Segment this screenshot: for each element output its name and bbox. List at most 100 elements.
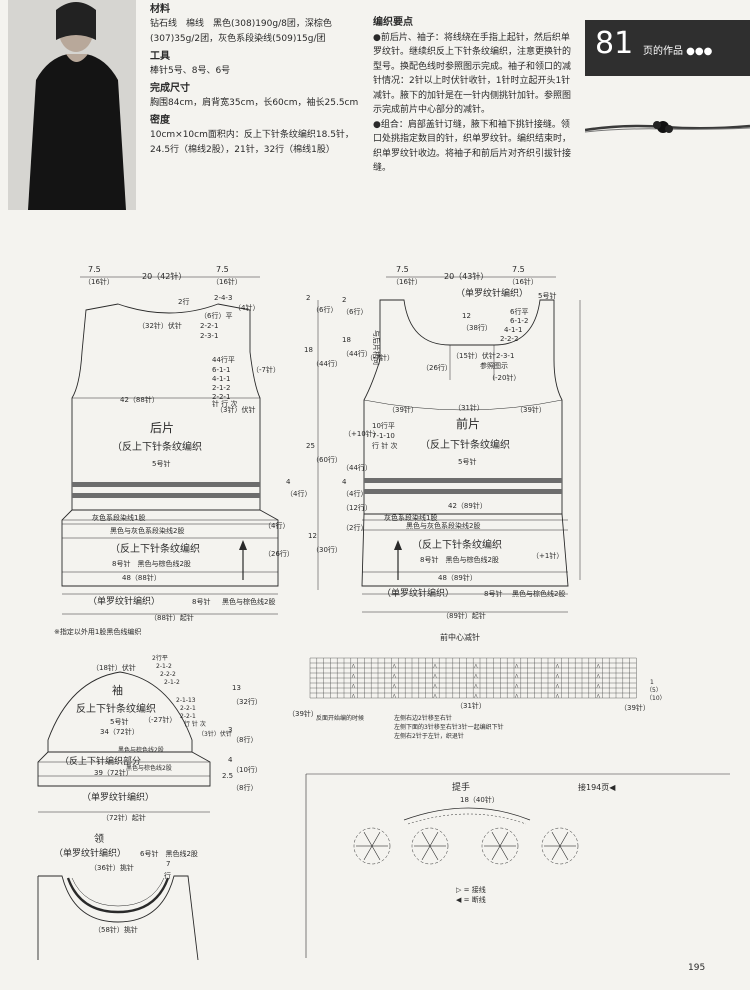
sleeve-d5: 2-1-13 bbox=[176, 697, 196, 704]
front-rib-width: 48（89针） bbox=[438, 573, 477, 582]
front-rib-needle: 8号针 黑色与棕色线2股 bbox=[420, 555, 499, 564]
sleeve-d3: 2-2-2 bbox=[160, 671, 176, 678]
back-side-r5: 12 bbox=[308, 532, 317, 540]
handle-section: 提手 18（40针） 接194页◀ ▷ = 接线 ◀ = 断线 bbox=[305, 773, 730, 958]
back-side-r2: 18 bbox=[304, 346, 313, 354]
front-side-r6: （2行） bbox=[342, 523, 367, 532]
sleeve-d2: 2-1-2 bbox=[156, 663, 172, 670]
svg-text:⋀: ⋀ bbox=[432, 673, 437, 678]
back-dec-a: 2-2-1 bbox=[200, 322, 218, 330]
front-bottom-color: 黑色与棕色线2股 bbox=[512, 589, 565, 598]
back-neck-rows: 2行 bbox=[178, 297, 189, 306]
front-dec4: 2-2-2 bbox=[500, 335, 518, 343]
gauge-text: 10cm×10cm面积内：反上下针条纹编织18.5针，24.5行（棉线2股），2… bbox=[150, 130, 354, 155]
front-side-measures: 2 （6行） 18 （44行） 4 （4行） （44行） （12行） （2行） bbox=[342, 296, 581, 580]
tools-title: 工具 bbox=[150, 51, 170, 62]
front-width42: 42（89针） bbox=[448, 501, 487, 510]
svg-text:⋀: ⋀ bbox=[392, 693, 397, 698]
tools-text: 棒针5号、8号、6号 bbox=[150, 66, 231, 76]
tips-paragraph-2: ●组合：肩部盖针订缝，腋下和袖下挑针接缝。领口处挑指定数目的针，织单罗纹针。编织… bbox=[373, 119, 572, 174]
svg-text:⋀: ⋀ bbox=[473, 663, 478, 668]
svg-text:⋀: ⋀ bbox=[514, 693, 519, 698]
back-side-r2b: （44行） bbox=[312, 359, 342, 368]
chart-r2: （5） bbox=[646, 687, 662, 694]
back-top-left-st: （16针） bbox=[84, 277, 114, 286]
front-rib-subtitle: （反上下针条纹编织 bbox=[412, 538, 502, 551]
sleeve-rib-sub: （反上下针编织部分 bbox=[60, 755, 141, 767]
materials-title: 材料 bbox=[150, 4, 170, 15]
sleeve-piece: （18针）伏针 2行平 2-1-2 2-2-2 2-1-2 2-1-13 2-2… bbox=[37, 654, 262, 822]
back-top-left: 7.5 bbox=[88, 265, 101, 274]
back-side-r6: （4行） bbox=[264, 521, 289, 530]
sleeve-cast-on: （72针）起针 bbox=[102, 813, 146, 822]
front-top-left: 7.5 bbox=[396, 265, 409, 274]
sleeve-r2b: （8行） bbox=[232, 735, 257, 744]
front-st31: （31针） bbox=[454, 403, 484, 412]
front-st39b: （39针） bbox=[516, 405, 546, 414]
handle-title: 提手 bbox=[452, 781, 470, 793]
front-side-r2: 18 bbox=[342, 336, 351, 344]
back-neck-dec1: 2-4-3 bbox=[214, 294, 232, 302]
back-arm-dec1: 6-1-1 bbox=[212, 366, 230, 374]
chart-r3: （10） bbox=[646, 695, 666, 702]
back-width42: 42（88针） bbox=[120, 395, 159, 404]
sleeve-rib-label: （单罗纹针编织） bbox=[82, 791, 154, 803]
chart-title: 前中心减针 bbox=[440, 632, 480, 642]
front-side-r3b: （4行） bbox=[342, 489, 367, 498]
svg-text:⋀: ⋀ bbox=[514, 663, 519, 668]
svg-text:⋀: ⋀ bbox=[555, 673, 560, 678]
back-side-r1b: （6行） bbox=[312, 305, 337, 314]
chart-left-st: （39针） bbox=[288, 709, 318, 718]
front-rib-top: （单罗纹针编织） bbox=[456, 287, 528, 299]
back-side-r4: 4 bbox=[286, 478, 291, 486]
sleeve-r3: 4 bbox=[228, 756, 233, 764]
front-plus10: （+10针） bbox=[344, 429, 380, 438]
front-minus20: （-20针） bbox=[488, 373, 520, 382]
front-center-chart: 前中心减针 ⋀⋀⋀⋀⋀⋀⋀⋀⋀⋀⋀⋀⋀⋀⋀⋀⋀⋀⋀⋀⋀⋀⋀⋀⋀⋀⋀⋀ （39针）… bbox=[288, 632, 666, 740]
sleeve-title: 袖 bbox=[112, 683, 123, 697]
back-cast-on: （88针）起针 bbox=[150, 613, 194, 622]
page-number: 195 bbox=[688, 963, 705, 973]
handle-legend2: ◀ = 断线 bbox=[456, 895, 486, 904]
svg-text:⋀: ⋀ bbox=[351, 683, 356, 688]
svg-text:⋀: ⋀ bbox=[596, 673, 601, 678]
svg-text:⋀: ⋀ bbox=[596, 693, 601, 698]
svg-text:⋀: ⋀ bbox=[555, 663, 560, 668]
front-v26: （26行） bbox=[422, 363, 452, 372]
chart-r1: 1 bbox=[650, 679, 654, 686]
collar-bind: （36针）挑针 bbox=[90, 863, 134, 872]
front-dec2: 6-1-2 bbox=[510, 317, 528, 325]
back-needle: 5号针 bbox=[152, 459, 170, 468]
back-arm-dec3: 2-1-2 bbox=[212, 384, 230, 392]
size-title: 完成尺寸 bbox=[150, 83, 190, 94]
back-arm-rows: 44行平 bbox=[212, 355, 235, 364]
front-needle: 5号针 bbox=[458, 457, 476, 466]
back-rib-needle2: 8号针 bbox=[192, 597, 210, 606]
sleeve-r1: 13 bbox=[232, 684, 241, 692]
svg-text:⋀: ⋀ bbox=[432, 663, 437, 668]
sleeve-d7: 2-2-1 bbox=[180, 713, 196, 720]
sleeve-mix2: 黑色与棕色线2股 bbox=[126, 764, 172, 772]
svg-text:⋀: ⋀ bbox=[514, 673, 519, 678]
front-mix-label: 黑色与灰色系段染线2股 bbox=[406, 521, 480, 530]
back-arm-minus: （-7针） bbox=[252, 365, 280, 374]
front-top-right-st: （16针） bbox=[508, 277, 538, 286]
front-gray-label: 灰色系段染线1股 bbox=[384, 513, 437, 522]
handle-legend1: ▷ = 接线 bbox=[456, 885, 486, 894]
yarn-sample-image bbox=[584, 90, 750, 150]
sleeve-mix1: 黑色与棕色线2股 bbox=[118, 746, 164, 754]
front-side-r2b: （44行） bbox=[342, 349, 372, 358]
front-subtitle: （反上下针条纹编织 bbox=[420, 438, 510, 451]
page-tab: 81 页的作品 ●●● bbox=[585, 20, 750, 76]
sleeve-r3b: （10行） bbox=[232, 765, 262, 774]
front-side-r4: （44行） bbox=[342, 463, 372, 472]
collar-needle: 6号针 黑色线2股 bbox=[140, 849, 198, 858]
front-side-r1: 2 bbox=[342, 296, 346, 304]
tips-paragraph-1: ●前后片、袖子：将线绕在手指上起针，然后织单罗纹针。继续织反上下针条纹编织，注意… bbox=[373, 32, 572, 116]
front-cast-on: （89针）起针 bbox=[442, 611, 486, 620]
back-top-right-st: （16针） bbox=[212, 277, 242, 286]
sleeve-d6: 2-2-1 bbox=[180, 705, 196, 712]
sleeve-r4: 2.5 bbox=[222, 772, 233, 780]
front-stripe-1 bbox=[364, 478, 562, 483]
